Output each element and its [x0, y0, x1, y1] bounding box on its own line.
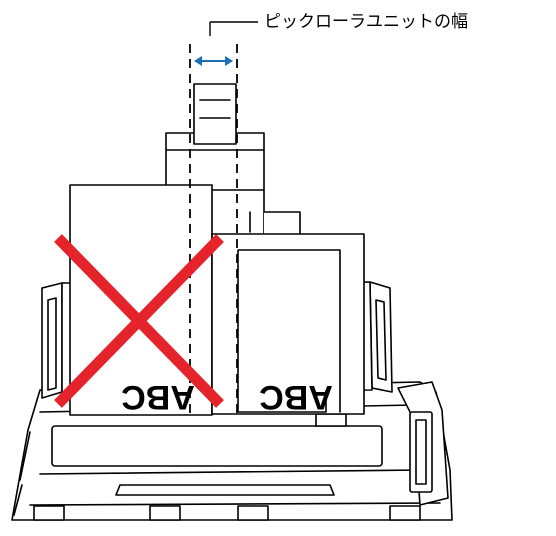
document-right-text: ABC: [259, 378, 333, 416]
pick-roller-guides: [189, 44, 238, 414]
double-headed-arrow-icon: [194, 56, 233, 66]
x-mark-icon: [54, 234, 224, 408]
document-right: [211, 233, 365, 415]
document-left-text: ABC: [121, 378, 195, 416]
pick-roller-width-label: ピックローラユニットの幅: [264, 12, 468, 32]
